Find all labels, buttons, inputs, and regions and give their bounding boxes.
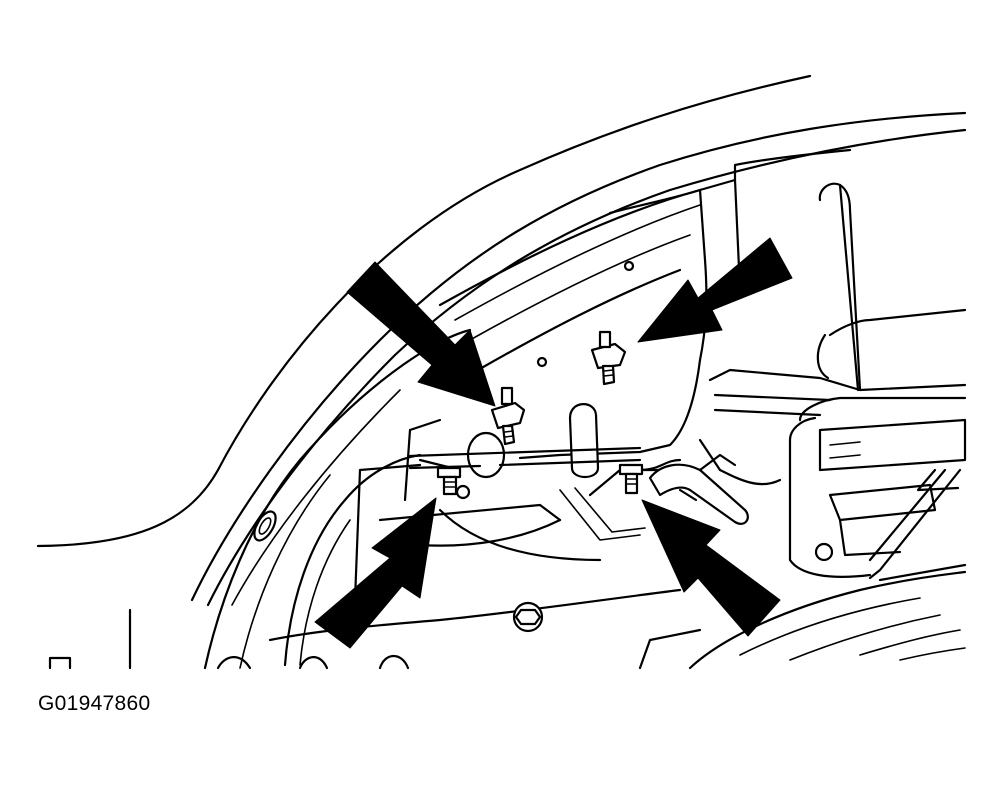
lower-wheel-area (48, 570, 967, 670)
right-structure (708, 182, 967, 582)
panel-strakes (438, 188, 702, 372)
arrow-lower-right (641, 499, 781, 637)
cable-assembly (638, 438, 782, 525)
inner-panel (518, 148, 852, 460)
arrow-upper-left (346, 261, 496, 407)
fastener-upper-right (590, 330, 627, 386)
fastener-lower-right (618, 463, 644, 495)
arrow-upper-right (637, 237, 793, 343)
fastener-lower-left (436, 466, 471, 500)
body-panel-arcs (36, 74, 967, 607)
fastener-upper-left (490, 386, 526, 446)
figure-reference-code: G01947860 (38, 692, 151, 715)
arrow-lower-left (314, 497, 437, 649)
center-fitting (408, 403, 642, 479)
